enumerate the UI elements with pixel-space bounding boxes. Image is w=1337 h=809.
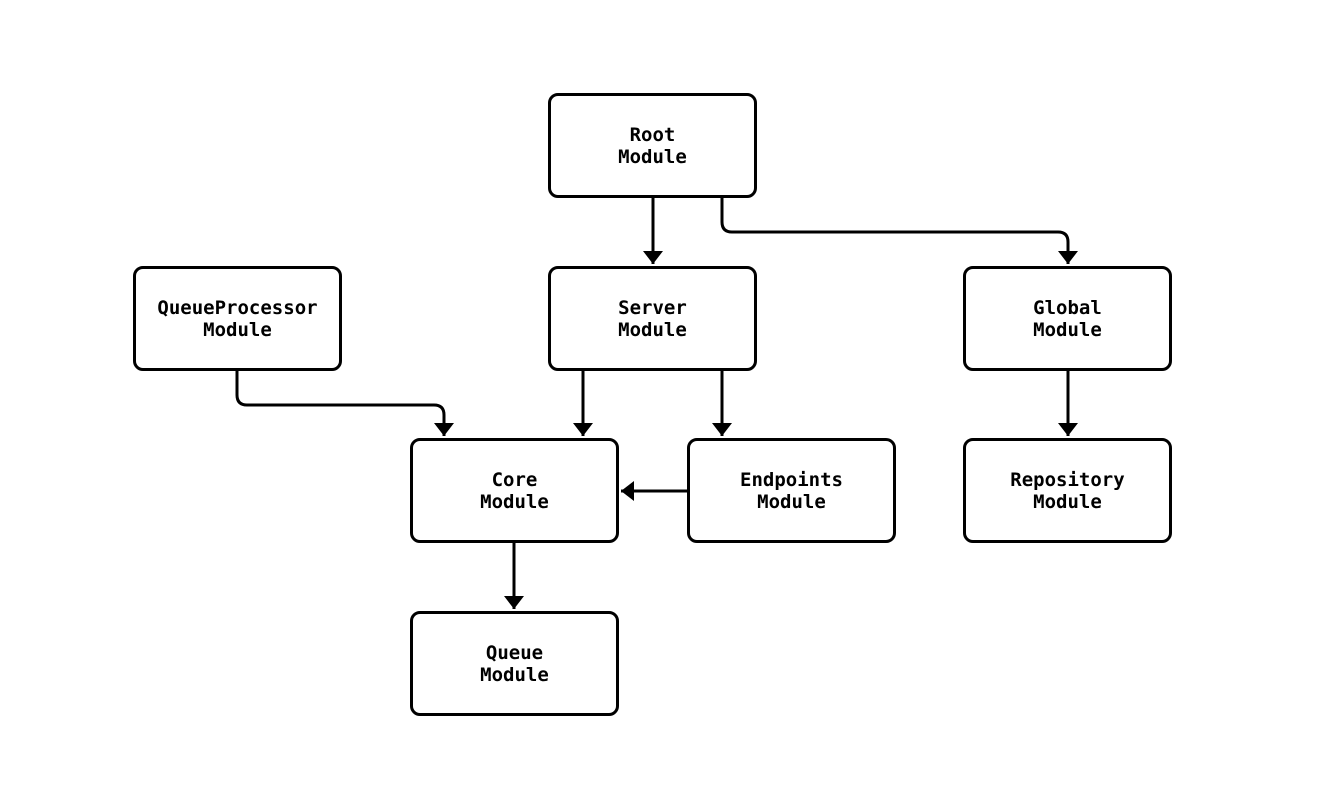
node-root-module-suffix: Module <box>618 145 687 168</box>
edge-root-to-global <box>720 198 1078 264</box>
node-queue-module: Queue Module <box>410 611 619 716</box>
node-repository-module-suffix: Module <box>1033 490 1102 513</box>
node-core-module-suffix: Module <box>480 490 549 513</box>
node-queueprocessor-module-suffix: Module <box>203 318 272 341</box>
node-server-module: Server Module <box>548 266 757 371</box>
node-global-module: Global Module <box>963 266 1172 371</box>
node-queueprocessor-module-name: QueueProcessor <box>157 296 318 319</box>
node-core-module: Core Module <box>410 438 619 543</box>
node-queueprocessor-module: QueueProcessor Module <box>133 266 342 371</box>
node-endpoints-module-suffix: Module <box>757 490 826 513</box>
node-endpoints-module: Endpoints Module <box>687 438 896 543</box>
edge-queueprocessor-to-core <box>235 371 454 436</box>
node-root-module: Root Module <box>548 93 757 198</box>
node-repository-module: Repository Module <box>963 438 1172 543</box>
node-global-module-name: Global <box>1033 296 1102 319</box>
node-queue-module-suffix: Module <box>480 663 549 686</box>
node-endpoints-module-name: Endpoints <box>740 468 843 491</box>
node-queue-module-name: Queue <box>485 641 544 664</box>
node-repository-module-name: Repository <box>1010 468 1125 491</box>
node-global-module-suffix: Module <box>1033 318 1102 341</box>
node-root-module-name: Root <box>629 123 676 146</box>
node-core-module-name: Core <box>491 468 538 491</box>
node-server-module-suffix: Module <box>618 318 687 341</box>
node-server-module-name: Server <box>618 296 687 319</box>
